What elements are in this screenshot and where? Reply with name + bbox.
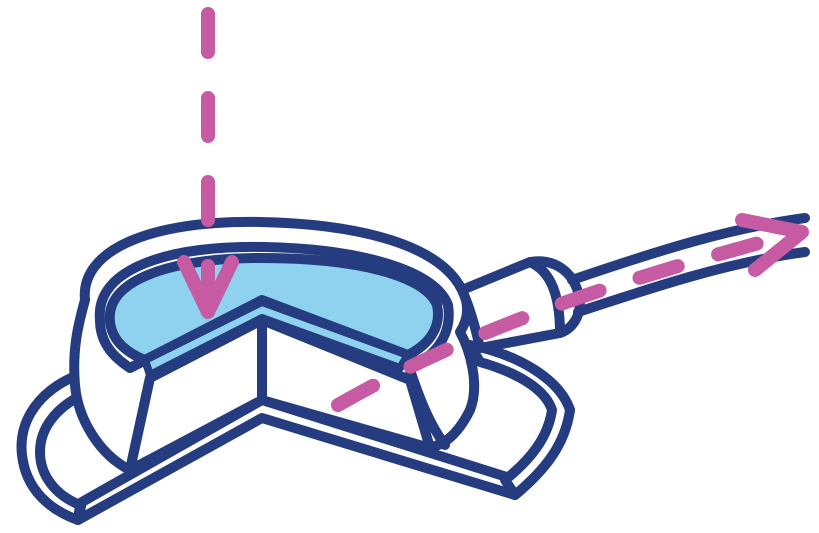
- diagram-canvas: [0, 0, 819, 533]
- sensor-cutaway-diagram: [0, 0, 819, 533]
